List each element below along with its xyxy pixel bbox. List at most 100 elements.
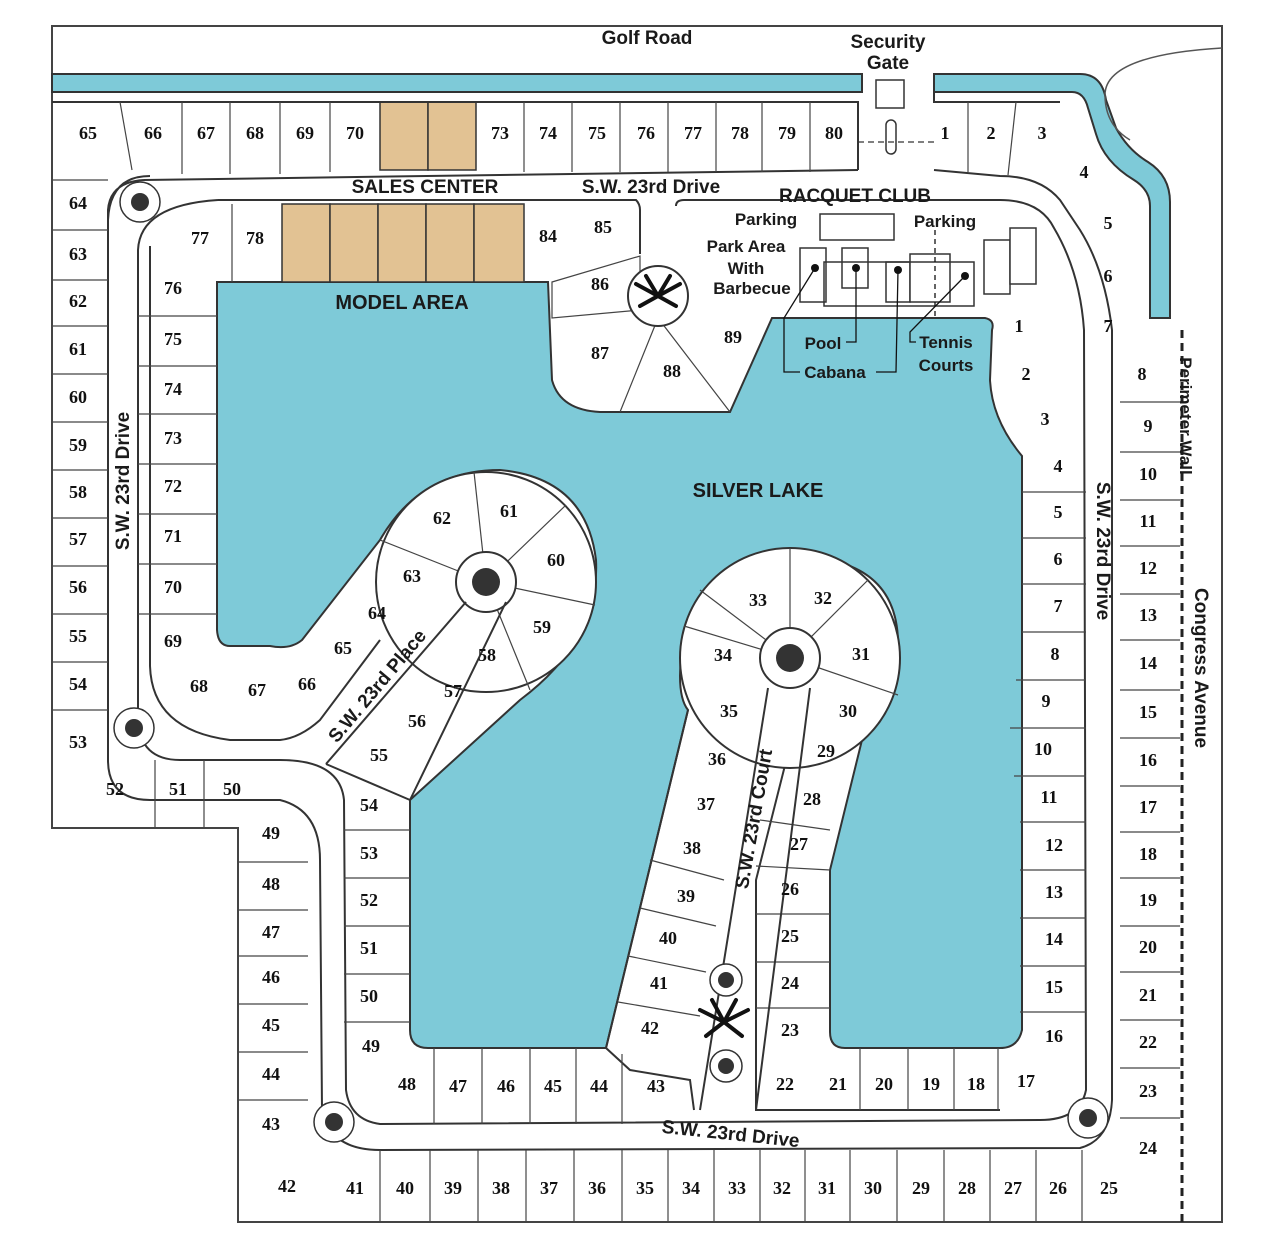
lot-number: 78 bbox=[246, 228, 264, 248]
lot-number: 51 bbox=[169, 779, 187, 799]
lot-number: 23 bbox=[781, 1020, 799, 1040]
amenity-leaders bbox=[783, 230, 966, 373]
lot-number: 6 bbox=[1054, 549, 1063, 569]
lot-number: 67 bbox=[248, 680, 266, 700]
lot-number: 61 bbox=[500, 501, 518, 521]
lot-number: 29 bbox=[912, 1178, 930, 1198]
lot-number: 4 bbox=[1080, 162, 1089, 182]
lot-number: 62 bbox=[433, 508, 451, 528]
lot-number: 52 bbox=[360, 890, 378, 910]
lot-number: 42 bbox=[278, 1176, 296, 1196]
lot-lines bbox=[52, 101, 1180, 1222]
canal-east bbox=[933, 73, 1171, 319]
lot-number: 75 bbox=[164, 329, 182, 349]
lot-number: 74 bbox=[164, 379, 182, 399]
lot-number: 40 bbox=[396, 1178, 414, 1198]
lot-number: 88 bbox=[663, 361, 681, 381]
lot-number: 72 bbox=[164, 476, 182, 496]
lot-number: 55 bbox=[370, 745, 388, 765]
lot-number: 17 bbox=[1017, 1071, 1035, 1091]
lot-number: 21 bbox=[829, 1074, 847, 1094]
lot-number: 30 bbox=[839, 701, 857, 721]
tree-glyphs bbox=[125, 193, 1097, 1131]
lot-number: 52 bbox=[106, 779, 124, 799]
lot-number: 59 bbox=[533, 617, 551, 637]
lot-number: 32 bbox=[773, 1178, 791, 1198]
sw23rd-drive-west-label: S.W. 23rd Drive bbox=[113, 412, 134, 550]
lot-number: 45 bbox=[544, 1076, 562, 1096]
lot-number: 64 bbox=[368, 603, 386, 623]
lot-number: 48 bbox=[398, 1074, 416, 1094]
model-area-label: MODEL AREA bbox=[335, 292, 468, 314]
lot-number: 16 bbox=[1139, 750, 1157, 770]
lot-number: 32 bbox=[814, 588, 832, 608]
parking-left-label: Parking bbox=[735, 210, 797, 229]
lot-number: 27 bbox=[1004, 1178, 1022, 1198]
racquet-club-buildings bbox=[799, 213, 1037, 307]
lot-number: 1 bbox=[941, 123, 950, 143]
lot-number: 3 bbox=[1038, 123, 1047, 143]
lot-number: 20 bbox=[1139, 937, 1157, 957]
lot-number: 53 bbox=[69, 732, 87, 752]
gate-median bbox=[885, 119, 897, 155]
lot-number: 1 bbox=[1015, 316, 1024, 336]
lot-number: 21 bbox=[1139, 985, 1157, 1005]
lot-number: 45 bbox=[262, 1015, 280, 1035]
lot-number: 3 bbox=[1041, 409, 1050, 429]
place-road bbox=[325, 601, 507, 801]
lot-number: 16 bbox=[1045, 1026, 1063, 1046]
lot-number: 9 bbox=[1042, 691, 1051, 711]
lot-number: 42 bbox=[641, 1018, 659, 1038]
lot-number: 69 bbox=[296, 123, 314, 143]
lot-number: 22 bbox=[776, 1074, 794, 1094]
lot-number: 28 bbox=[958, 1178, 976, 1198]
lot-number: 25 bbox=[1100, 1178, 1118, 1198]
lot-number: 67 bbox=[197, 123, 215, 143]
lot-number: 70 bbox=[346, 123, 364, 143]
lot-number: 73 bbox=[164, 428, 182, 448]
lot-number: 61 bbox=[69, 339, 87, 359]
lot-number: 10 bbox=[1034, 739, 1052, 759]
security-gate-label: Security bbox=[851, 32, 926, 53]
lot-number: 63 bbox=[69, 244, 87, 264]
lot-number: 13 bbox=[1045, 882, 1063, 902]
sw23rd-drive-top-label: S.W. 23rd Drive bbox=[582, 177, 720, 198]
lot-number: 29 bbox=[817, 741, 835, 761]
silver-lake-label: SILVER LAKE bbox=[693, 480, 824, 502]
lot-number: 39 bbox=[677, 886, 695, 906]
lot-number: 60 bbox=[547, 550, 565, 570]
lot-number: 47 bbox=[449, 1076, 467, 1096]
golf-road-label: Golf Road bbox=[602, 28, 693, 49]
lot-number: 57 bbox=[444, 681, 462, 701]
lot-number: 77 bbox=[684, 123, 702, 143]
lot-number: 43 bbox=[647, 1076, 665, 1096]
canal bbox=[51, 73, 863, 93]
tennis-courts-label-2: Courts bbox=[919, 356, 974, 375]
lot-number: 19 bbox=[1139, 890, 1157, 910]
lot-number: 8 bbox=[1051, 644, 1060, 664]
lot-number: 2 bbox=[987, 123, 996, 143]
lot-number: 24 bbox=[781, 973, 799, 993]
lot-number: 5 bbox=[1054, 502, 1063, 522]
lot-number: 44 bbox=[262, 1064, 280, 1084]
lot-number: 64 bbox=[69, 193, 87, 213]
lot-number: 87 bbox=[591, 343, 609, 363]
lot-number: 9 bbox=[1144, 416, 1153, 436]
lot-number: 77 bbox=[191, 228, 209, 248]
lot-number: 68 bbox=[246, 123, 264, 143]
lot-number: 80 bbox=[825, 123, 843, 143]
court-road bbox=[699, 687, 811, 1111]
lot-number: 62 bbox=[69, 291, 87, 311]
lot-number: 6 bbox=[1104, 266, 1113, 286]
lot-number: 20 bbox=[875, 1074, 893, 1094]
lot-number: 37 bbox=[697, 794, 715, 814]
lot-number: 69 bbox=[164, 631, 182, 651]
lot-number: 13 bbox=[1139, 605, 1157, 625]
entrance-pond-edge bbox=[1104, 47, 1223, 141]
cabana-label: Cabana bbox=[804, 363, 866, 382]
lot-number: 86 bbox=[591, 274, 609, 294]
lot-number: 57 bbox=[69, 529, 87, 549]
lot-number: 63 bbox=[403, 566, 421, 586]
